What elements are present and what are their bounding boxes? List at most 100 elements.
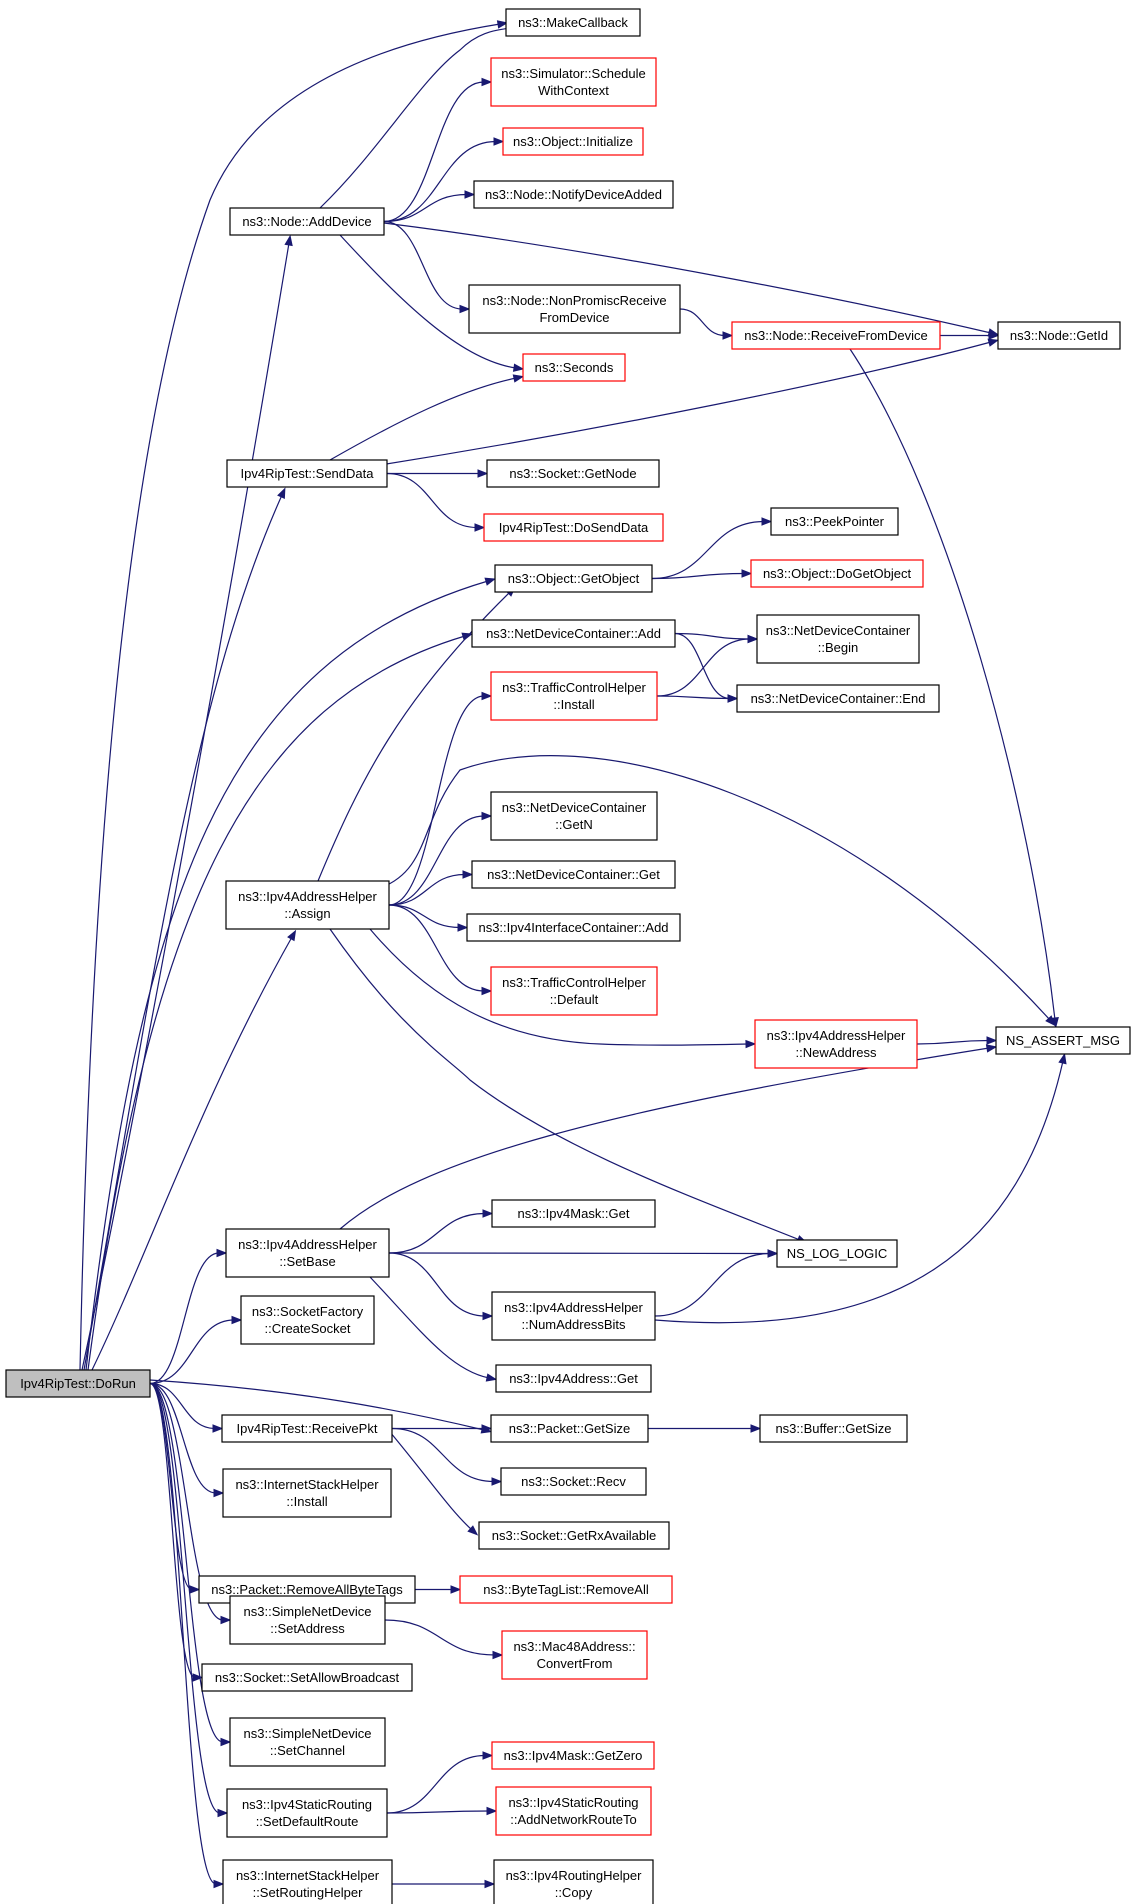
node-label: NS_LOG_LOGIC <box>787 1246 887 1261</box>
node-rhcopy[interactable]: ns3::Ipv4RoutingHelper::Copy <box>493 1859 654 1904</box>
node-box <box>471 860 676 889</box>
node-box <box>483 513 664 542</box>
node-label: ns3::ByteTagList::RemoveAll <box>483 1582 649 1597</box>
node-numaddrbits[interactable]: ns3::Ipv4AddressHelper::NumAddressBits <box>491 1291 656 1341</box>
node-setdefroute[interactable]: ns3::Ipv4StaticRouting::SetDefaultRoute <box>226 1788 388 1838</box>
node-snsetchannel[interactable]: ns3::SimpleNetDevice::SetChannel <box>229 1717 386 1767</box>
node-box <box>756 614 920 664</box>
node-box <box>222 1859 393 1904</box>
edge-dorun-to-sockfactory <box>149 1315 243 1385</box>
node-tchdefault[interactable]: ns3::TrafficControlHelper::Default <box>490 966 658 1016</box>
node-label: ns3::Node::NotifyDeviceAdded <box>485 187 662 202</box>
edge-dorun-to-setroutinghelper <box>149 1382 225 1889</box>
node-label: ::Assign <box>284 906 330 921</box>
node-box <box>493 1859 654 1904</box>
node-ishinstall[interactable]: ns3::InternetStackHelper::Install <box>222 1468 392 1518</box>
node-label: ns3::Ipv4RoutingHelper <box>506 1868 643 1883</box>
node-label: ::SetChannel <box>270 1743 345 1758</box>
node-assertmsg[interactable]: NS_ASSERT_MSG <box>995 1026 1131 1055</box>
node-newaddress[interactable]: ns3::Ipv4AddressHelper::NewAddress <box>754 1019 918 1069</box>
node-btlremoveall[interactable]: ns3::ByteTagList::RemoveAll <box>459 1575 673 1604</box>
edge-setbase-to-addrget <box>369 1276 498 1382</box>
node-getobject[interactable]: ns3::Object::GetObject <box>494 564 653 593</box>
node-getrxavail[interactable]: ns3::Socket::GetRxAvailable <box>478 1521 670 1550</box>
node-setbase[interactable]: ns3::Ipv4AddressHelper::SetBase <box>225 1228 390 1278</box>
node-label: ns3::Ipv4AddressHelper <box>767 1028 906 1043</box>
node-snsetaddress[interactable]: ns3::SimpleNetDevice::SetAddress <box>229 1595 386 1645</box>
node-ndcbegin[interactable]: ns3::NetDeviceContainer::Begin <box>756 614 920 664</box>
call-edges <box>79 20 1067 1889</box>
node-assign[interactable]: ns3::Ipv4AddressHelper::Assign <box>225 880 390 930</box>
edge-removebytetags-to-btlremoveall <box>415 1585 462 1594</box>
edge-senddata-to-dosenddata <box>386 472 486 532</box>
node-box <box>490 791 658 841</box>
edge-receivepkt-to-getrxavail <box>389 1431 479 1536</box>
node-recvfromdev[interactable]: ns3::Node::ReceiveFromDevice <box>731 321 941 350</box>
edge-setbase-to-loglogic <box>388 1249 779 1258</box>
node-box <box>759 1414 908 1443</box>
node-peekpointer[interactable]: ns3::PeekPointer <box>770 507 899 536</box>
node-label: ns3::Ipv4StaticRouting <box>242 1797 372 1812</box>
node-box <box>491 1291 656 1341</box>
edge-receivepkt-to-sockrecv <box>391 1427 503 1486</box>
node-receivepkt[interactable]: Ipv4RipTest::ReceivePkt <box>221 1414 393 1443</box>
edge-adddevice-to-nonpromisc <box>383 220 471 314</box>
node-ndcget[interactable]: ns3::NetDeviceContainer::Get <box>471 860 676 889</box>
node-addnetroute[interactable]: ns3::Ipv4StaticRouting::AddNetworkRouteT… <box>495 1786 652 1836</box>
node-label: ns3::Node::NonPromiscReceive <box>482 293 666 308</box>
node-maskget[interactable]: ns3::Ipv4Mask::Get <box>491 1199 656 1228</box>
node-sockrecv[interactable]: ns3::Socket::Recv <box>500 1467 647 1496</box>
node-convertfrom[interactable]: ns3::Mac48Address::ConvertFrom <box>501 1630 648 1680</box>
node-pktgetsize[interactable]: ns3::Packet::GetSize <box>490 1414 649 1443</box>
node-notifydev[interactable]: ns3::Node::NotifyDeviceAdded <box>473 180 674 209</box>
node-dorun[interactable]: Ipv4RipTest::DoRun <box>5 1369 151 1398</box>
node-ndcadd[interactable]: ns3::NetDeviceContainer::Add <box>471 619 676 648</box>
node-getid[interactable]: ns3::Node::GetId <box>997 321 1121 350</box>
node-senddata[interactable]: Ipv4RipTest::SendData <box>226 459 388 488</box>
node-box <box>495 1364 652 1393</box>
node-initialize[interactable]: ns3::Object::Initialize <box>502 127 644 156</box>
edge-senddata-to-sockgetnode <box>387 469 489 478</box>
node-loglogic[interactable]: NS_LOG_LOGIC <box>776 1239 898 1268</box>
node-sockgetnode[interactable]: ns3::Socket::GetNode <box>486 459 660 488</box>
node-tchinstall[interactable]: ns3::TrafficControlHelper::Install <box>490 671 658 721</box>
edge-dorun-to-setbase <box>149 1248 228 1385</box>
node-label: Ipv4RipTest::ReceivePkt <box>237 1421 378 1436</box>
node-box <box>473 180 674 209</box>
node-sockfactory[interactable]: ns3::SocketFactory::CreateSocket <box>240 1295 375 1345</box>
edge-getobject-to-dogetobject <box>651 569 753 580</box>
node-ndcend[interactable]: ns3::NetDeviceContainer::End <box>736 684 940 713</box>
edge-receivepkt-to-pktgetsize <box>392 1424 493 1433</box>
node-label: ns3::Node::ReceiveFromDevice <box>744 328 928 343</box>
node-box <box>471 619 676 648</box>
node-dosenddata[interactable]: Ipv4RipTest::DoSendData <box>483 513 664 542</box>
node-box <box>5 1369 151 1398</box>
node-setallowbc[interactable]: ns3::Socket::SetAllowBroadcast <box>201 1663 413 1692</box>
node-getzero[interactable]: ns3::Ipv4Mask::GetZero <box>491 1741 655 1770</box>
node-label: ns3::Ipv4StaticRouting <box>508 1795 638 1810</box>
node-iicadd[interactable]: ns3::Ipv4InterfaceContainer::Add <box>466 913 681 942</box>
node-setroutinghelper[interactable]: ns3::InternetStackHelper::SetRoutingHelp… <box>222 1859 393 1904</box>
node-label: ns3::Ipv4AddressHelper <box>238 889 377 904</box>
node-box <box>502 127 644 156</box>
node-label: ns3::Simulator::Schedule <box>501 66 646 81</box>
node-box <box>770 507 899 536</box>
node-box <box>225 880 390 930</box>
node-ndcgetn[interactable]: ns3::NetDeviceContainer::GetN <box>490 791 658 841</box>
node-adddevice[interactable]: ns3::Node::AddDevice <box>229 207 385 236</box>
node-makecallback[interactable]: ns3::MakeCallback <box>505 8 641 37</box>
edge-setdefroute-to-addnetroute <box>386 1806 498 1816</box>
node-box <box>494 564 653 593</box>
node-dogetobject[interactable]: ns3::Object::DoGetObject <box>750 559 924 588</box>
node-label: ::Install <box>286 1494 327 1509</box>
node-addrget[interactable]: ns3::Ipv4Address::Get <box>495 1364 652 1393</box>
edge-assign-to-newaddress <box>369 928 757 1049</box>
node-seconds[interactable]: ns3::Seconds <box>522 353 626 382</box>
node-bufgetsize[interactable]: ns3::Buffer::GetSize <box>759 1414 908 1443</box>
node-label: ns3::MakeCallback <box>518 15 628 30</box>
edge-setbase-to-numaddrbits <box>388 1252 494 1321</box>
node-label: ::SetAddress <box>270 1621 345 1636</box>
node-label: ns3::Packet::RemoveAllByteTags <box>211 1582 403 1597</box>
